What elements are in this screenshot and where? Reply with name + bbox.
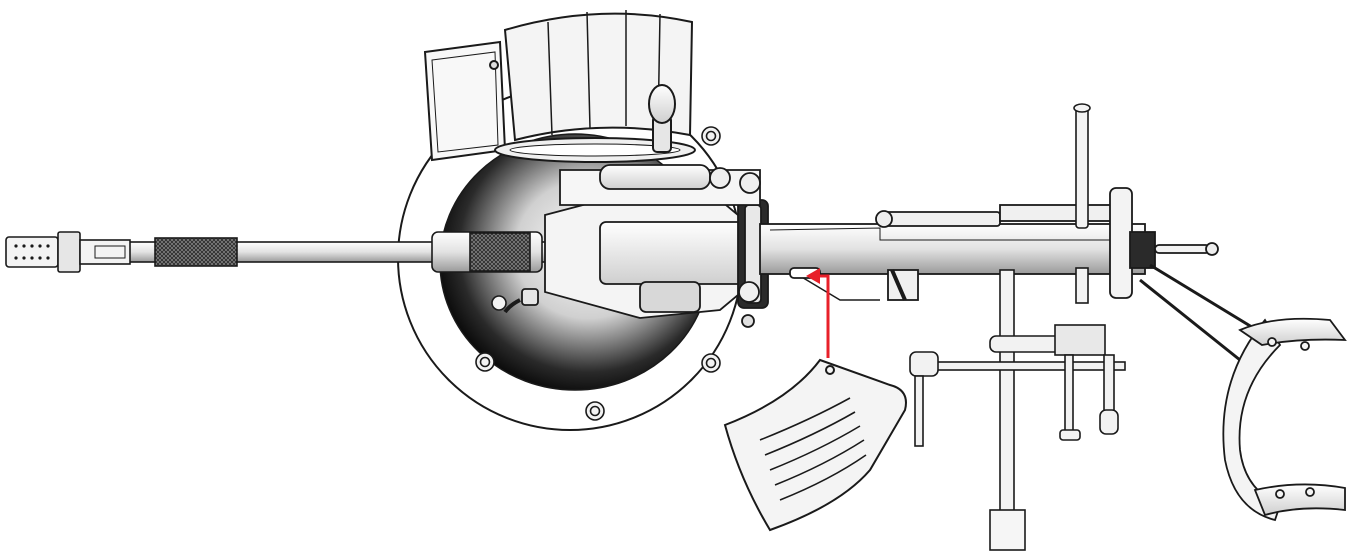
barrel	[127, 231, 609, 273]
shoulder-rest	[1139, 263, 1347, 522]
callout-arrow	[806, 268, 830, 358]
barrel-jacket-rear-grip	[154, 237, 238, 267]
barrel-jacket-grip	[469, 232, 531, 272]
elevation-handwheel	[494, 84, 696, 163]
mount-bolt	[475, 126, 721, 421]
cradle	[503, 164, 769, 328]
muzzle-brake	[5, 231, 131, 273]
gun-shield	[423, 10, 694, 162]
magazine	[723, 358, 907, 532]
traverse-handle-assembly	[909, 324, 1126, 447]
